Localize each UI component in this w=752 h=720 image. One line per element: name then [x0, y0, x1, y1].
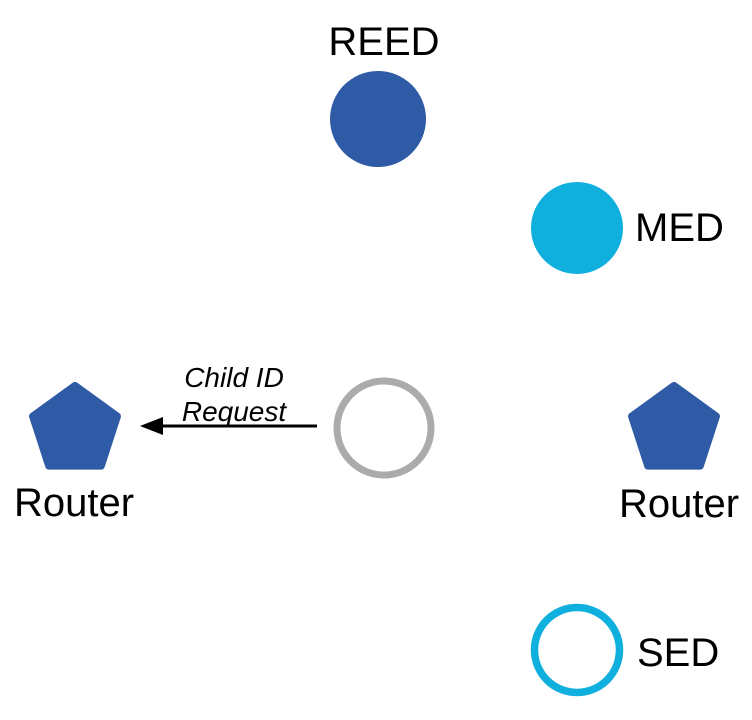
med-label: MED [635, 206, 724, 250]
sed-node-circle [530, 603, 624, 697]
reed-node-circle [330, 71, 426, 167]
reed-label: REED [328, 20, 440, 64]
router-left-pentagon [29, 382, 121, 470]
joining-node-circle [333, 377, 435, 479]
child-id-request-arrow [140, 417, 317, 435]
router-left-label: Router [13, 481, 135, 525]
router-right-label: Router [618, 482, 740, 526]
router-right-pentagon [628, 382, 720, 470]
sed-label: SED [637, 631, 720, 675]
child-id-request-label: Child ID Request [181, 362, 287, 427]
med-node-circle [531, 182, 623, 274]
arrow-head [140, 417, 163, 435]
